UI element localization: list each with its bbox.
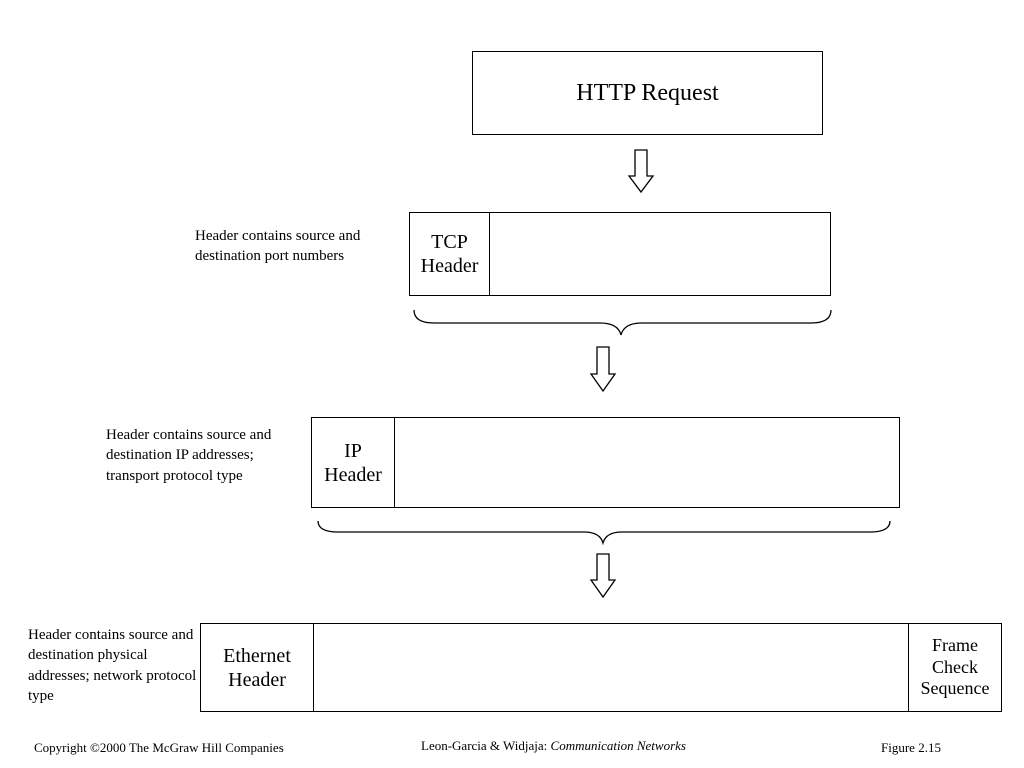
ethernet-header-description: Header contains source and destination p… (28, 627, 197, 704)
citation-authors: Leon-Garcia & Widjaja: (421, 738, 548, 753)
ethernet-frame-box: Ethernet Header Frame Check Sequence (200, 623, 1002, 712)
figure-number: Figure 2.15 (881, 740, 941, 755)
ip-header-cell: IP Header (312, 418, 395, 507)
tcp-header-cell: TCP Header (410, 213, 490, 295)
tcp-brace (413, 309, 832, 336)
citation-book: Communication Networks (550, 738, 686, 753)
http-request-label: HTTP Request (576, 79, 719, 106)
down-arrow-icon (589, 553, 617, 599)
ethernet-header-cell: Ethernet Header (201, 624, 314, 711)
ip-packet-box: IP Header (311, 417, 900, 508)
down-arrow-icon (627, 149, 655, 194)
tcp-header-description: Header contains source and destination p… (195, 228, 361, 265)
citation-footer: Leon-Garcia & Widjaja: Communication Net… (421, 738, 686, 754)
down-arrow-icon (589, 346, 617, 393)
ip-brace (317, 520, 891, 546)
ip-header-description: Header contains source and destination I… (106, 427, 272, 484)
http-request-box: HTTP Request (472, 51, 823, 135)
frame-check-sequence-cell: Frame Check Sequence (908, 624, 1001, 711)
copyright-footer: Copyright ©2000 The McGraw Hill Companie… (34, 740, 284, 755)
tcp-segment-box: TCP Header (409, 212, 831, 296)
